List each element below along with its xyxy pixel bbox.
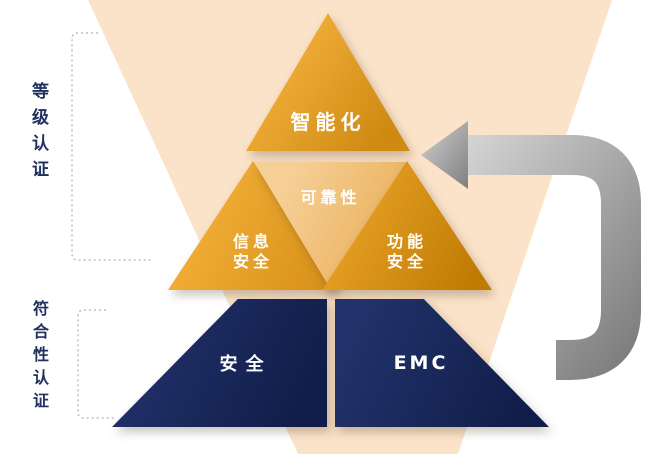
triangle-information-security-label: 信息 安全 <box>232 232 273 271</box>
triangle-functional-safety: 功能 安全 <box>322 161 492 290</box>
triangle-intelligence-label: 智能化 <box>290 110 366 134</box>
trapezoid-safety: 安全 <box>112 299 327 427</box>
triangle-reliability-label: 可靠性 <box>300 188 361 207</box>
triangle-intelligence: 智能化 <box>246 13 410 151</box>
triangle-functional-safety-label: 功能 安全 <box>386 232 427 271</box>
bracket-bottom-dotted <box>77 309 114 419</box>
trapezoid-emc-label: EMC <box>393 352 449 374</box>
side-label-conformity-certification: 符合性认证 <box>30 300 49 415</box>
trapezoid-emc: EMC <box>335 299 549 427</box>
side-label-level-certification: 等级认证 <box>28 82 48 186</box>
trapezoid-safety-label: 安全 <box>219 354 272 375</box>
